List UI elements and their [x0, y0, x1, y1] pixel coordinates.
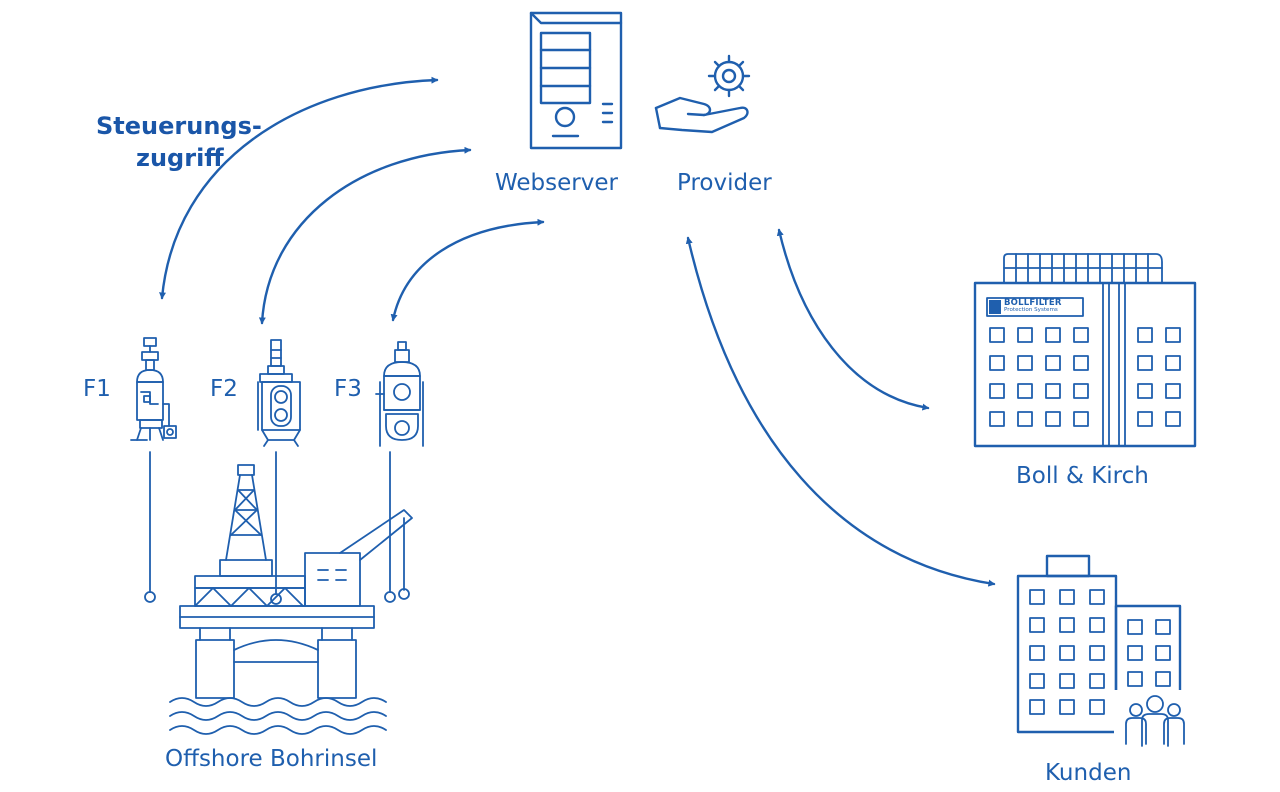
- customers-window: [1156, 672, 1170, 686]
- filter-icon-f1: [131, 338, 176, 440]
- control-access-line1: Steuerungs-: [96, 112, 262, 140]
- customers-window: [1156, 646, 1170, 660]
- arrow-control-f2: [258, 146, 472, 325]
- filter-icon-f3: [376, 342, 423, 446]
- logo-tagline: Protection Systems: [1004, 306, 1058, 313]
- customers-window: [1060, 618, 1074, 632]
- arrow-control-f1: [159, 76, 439, 300]
- boll-kirch-label: Boll & Kirch: [1016, 463, 1149, 489]
- building-window: [1138, 328, 1152, 342]
- building-window: [990, 384, 1004, 398]
- customers-window: [1090, 646, 1104, 660]
- filter-icon-f2: [258, 340, 300, 446]
- filter-connector-lines: [145, 452, 395, 604]
- customers-building-windows: [1030, 590, 1170, 714]
- building-window: [1046, 356, 1060, 370]
- customers-window: [1090, 590, 1104, 604]
- building-window: [1018, 356, 1032, 370]
- building-window: [1166, 412, 1180, 426]
- building-windows: [990, 328, 1180, 426]
- arrow-customers: [685, 236, 996, 587]
- building-window: [990, 328, 1004, 342]
- customers-window: [1090, 700, 1104, 714]
- provider-label: Provider: [677, 170, 772, 196]
- customers-window: [1060, 590, 1074, 604]
- customers-window: [1090, 674, 1104, 688]
- customers-window: [1128, 646, 1142, 660]
- customers-window: [1030, 618, 1044, 632]
- customers-window: [1128, 672, 1142, 686]
- customers-window: [1128, 620, 1142, 634]
- building-window: [1138, 356, 1152, 370]
- building-window: [1138, 412, 1152, 426]
- server-icon: [531, 13, 621, 148]
- building-window: [1046, 328, 1060, 342]
- filter-f2-label: F2: [210, 376, 238, 402]
- customers-window: [1060, 674, 1074, 688]
- building-window: [1138, 384, 1152, 398]
- building-window: [990, 356, 1004, 370]
- arrow-boll-kirch: [776, 228, 930, 411]
- customers-window: [1030, 674, 1044, 688]
- building-window: [1166, 384, 1180, 398]
- webserver-label: Webserver: [495, 170, 618, 196]
- building-window: [1166, 356, 1180, 370]
- building-window: [1046, 384, 1060, 398]
- bollfilter-logo: BOLLFILTER Protection Systems: [1004, 299, 1062, 313]
- building-window: [1074, 412, 1088, 426]
- oil-rig-icon: [170, 465, 412, 734]
- customers-window: [1060, 700, 1074, 714]
- building-icon: [975, 254, 1195, 446]
- logo-brand: BOLLFILTER: [1004, 298, 1062, 308]
- building-window: [1046, 412, 1060, 426]
- customers-label: Kunden: [1045, 760, 1132, 786]
- building-window: [1074, 328, 1088, 342]
- gear-hand-icon: [656, 56, 749, 132]
- building-window: [990, 412, 1004, 426]
- building-window: [1074, 356, 1088, 370]
- building-window: [1166, 328, 1180, 342]
- customers-window: [1030, 700, 1044, 714]
- offshore-label: Offshore Bohrinsel: [165, 746, 378, 772]
- customers-window: [1156, 620, 1170, 634]
- building-window: [1018, 328, 1032, 342]
- customers-window: [1030, 590, 1044, 604]
- customers-window: [1060, 646, 1074, 660]
- control-access-line2: zugriff: [136, 144, 224, 173]
- building-window: [1074, 384, 1088, 398]
- filter-f3-label: F3: [334, 376, 362, 402]
- customers-window: [1030, 646, 1044, 660]
- filter-f1-label: F1: [83, 376, 111, 402]
- control-access-label: Steuerungs- zugriff: [96, 110, 262, 175]
- people-icon: [1114, 690, 1186, 748]
- building-window: [1018, 384, 1032, 398]
- building-window: [1018, 412, 1032, 426]
- arrow-control-f3: [390, 218, 545, 322]
- customers-window: [1090, 618, 1104, 632]
